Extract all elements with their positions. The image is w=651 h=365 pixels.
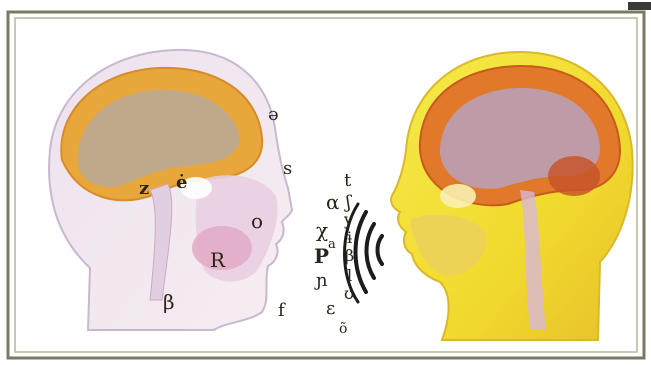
symbol-y: y (344, 212, 353, 228)
right-cerebellum (548, 156, 600, 196)
symbol-n: ɲ (316, 272, 328, 290)
symbol-alpha: α (326, 192, 340, 212)
right-sinus (440, 184, 476, 208)
symbol-r: R (210, 250, 225, 270)
symbol-e-dot: ė (176, 174, 187, 192)
corner-mark (628, 2, 651, 10)
symbol-beta-stream: β (345, 248, 354, 264)
symbol-upsilon: ʊ (344, 286, 354, 302)
symbol-s: s (283, 160, 292, 178)
symbol-f: f (278, 302, 285, 320)
symbol-o-tilde: õ (339, 322, 347, 336)
symbol-p: P (314, 246, 329, 266)
symbol-i: ɨ (347, 230, 352, 246)
symbol-a-small: a (328, 238, 336, 251)
symbol-beta-left: β (163, 292, 175, 312)
symbol-t: t (344, 172, 351, 190)
symbol-chi: χ (316, 220, 328, 240)
symbol-l: l (347, 268, 352, 284)
symbol-z: z (139, 180, 149, 198)
symbol-schwa: ə (268, 106, 279, 124)
symbol-o: o (251, 211, 263, 231)
symbol-epsilon: ɛ (326, 300, 335, 318)
